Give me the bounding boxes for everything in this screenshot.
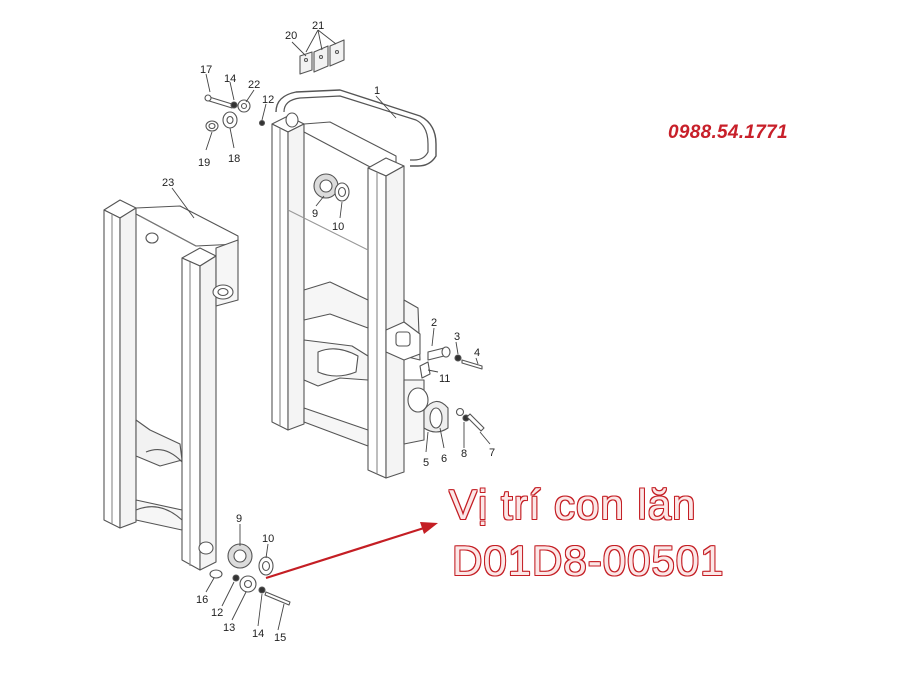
label-part-5: 5 xyxy=(423,457,429,469)
label-part-9-lower: 9 xyxy=(236,513,242,525)
label-part-12-lower: 12 xyxy=(211,607,223,619)
label-part-13: 13 xyxy=(223,622,235,634)
bottom-roller-assembly xyxy=(209,543,291,606)
label-part-4: 4 xyxy=(474,347,480,359)
phone-number: 0988.54.1771 xyxy=(668,122,788,143)
label-part-10-lower: 10 xyxy=(262,533,274,545)
callout-part-code: D01D8-00501 xyxy=(452,537,725,584)
label-part-14-lower: 14 xyxy=(252,628,264,640)
label-part-6: 6 xyxy=(441,453,447,465)
label-part-15: 15 xyxy=(274,632,286,644)
label-part-19: 19 xyxy=(198,157,210,169)
label-part-3: 3 xyxy=(454,331,460,343)
label-part-18: 18 xyxy=(228,153,240,165)
label-part-21: 21 xyxy=(312,20,324,32)
label-part-7: 7 xyxy=(489,447,495,459)
label-part-8: 8 xyxy=(461,448,467,460)
label-part-11: 11 xyxy=(439,373,450,385)
part-number-labels: 1 2 3 4 5 6 7 8 9 10 11 12 14 17 18 19 2… xyxy=(162,20,495,644)
inner-mast xyxy=(271,89,437,479)
label-part-9-upper: 9 xyxy=(312,208,318,220)
top-left-parts xyxy=(204,94,299,132)
callout-arrow xyxy=(265,522,438,580)
label-part-14-upper: 14 xyxy=(224,73,236,85)
label-part-17: 17 xyxy=(200,64,212,76)
label-part-12-upper: 12 xyxy=(262,94,274,106)
label-part-20: 20 xyxy=(285,30,297,42)
label-part-23: 23 xyxy=(162,177,174,189)
label-part-22: 22 xyxy=(248,79,260,91)
leader-lines xyxy=(171,29,491,631)
label-part-1: 1 xyxy=(374,85,380,97)
upper-roller-assembly xyxy=(313,173,350,202)
label-part-10-upper: 10 xyxy=(332,221,344,233)
shim-plates xyxy=(299,39,345,75)
callout-title: Vị trí con lăn xyxy=(449,481,697,528)
right-side-parts xyxy=(419,346,485,433)
label-part-2: 2 xyxy=(431,317,437,329)
outer-mast xyxy=(103,199,239,571)
label-part-16: 16 xyxy=(196,594,208,606)
